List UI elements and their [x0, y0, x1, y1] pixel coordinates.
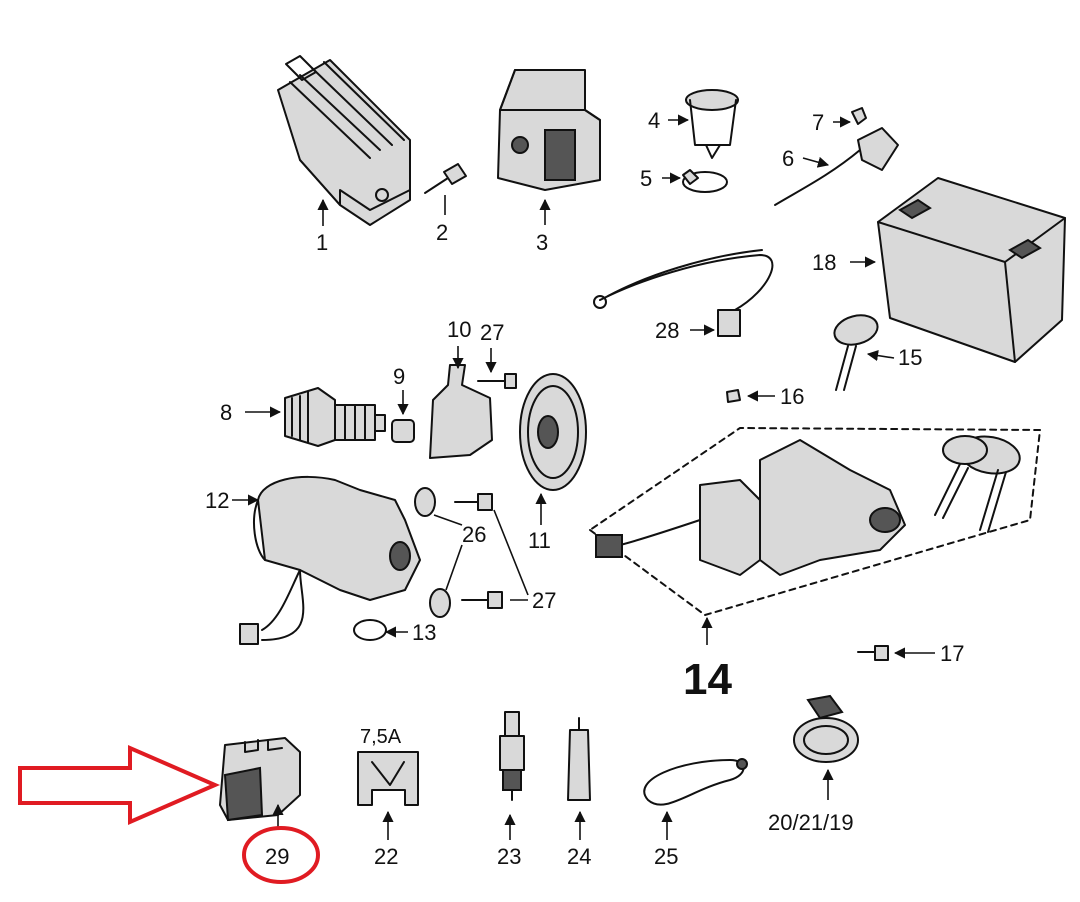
part-8-starter-drive[interactable]: [284, 387, 386, 447]
callout-5: 5: [640, 166, 652, 191]
part-5-clamp[interactable]: [682, 169, 728, 193]
part-15-key[interactable]: [831, 311, 881, 391]
callout-7: 7: [812, 110, 824, 135]
callout-28: 28: [655, 318, 679, 343]
callout-6: 6: [782, 146, 794, 171]
callout-20-21-19: 20/21/19: [768, 810, 854, 835]
callout-1: 1: [316, 230, 328, 255]
callout-26: 26: [462, 522, 486, 547]
callout-15: 15: [898, 345, 922, 370]
part-22-fuse[interactable]: [357, 751, 419, 806]
part-29-connector[interactable]: [219, 737, 301, 822]
part-1-regulator[interactable]: [277, 55, 411, 226]
callout-14: 14: [683, 655, 732, 704]
callout-18: 18: [812, 250, 836, 275]
highlight-circle-29: [242, 826, 320, 884]
callout-23: 23: [497, 844, 521, 869]
part-12-starter-motor[interactable]: [239, 476, 421, 645]
callout-25: 25: [654, 844, 678, 869]
part-18-battery[interactable]: [877, 177, 1066, 363]
callout-3: 3: [536, 230, 548, 255]
part-4-fitting[interactable]: [685, 89, 739, 159]
part-17-bolt[interactable]: [857, 645, 889, 661]
part-27-bolt-top[interactable]: [477, 373, 517, 389]
callout-24: 24: [567, 844, 591, 869]
part-2-bolt[interactable]: [424, 163, 467, 194]
part-10-bracket[interactable]: [429, 364, 493, 459]
callout-16: 16: [780, 384, 804, 409]
highlight-arrow: [18, 744, 221, 826]
callout-22: 22: [374, 844, 398, 869]
part-20-21-19-clamp[interactable]: [793, 694, 859, 763]
callout-11: 11: [528, 528, 551, 553]
part-27-bolts[interactable]: [454, 493, 503, 609]
part-28-wiring[interactable]: [593, 249, 774, 337]
callout-27a: 27: [480, 320, 504, 345]
callout-4: 4: [648, 108, 660, 133]
part-24-tube[interactable]: [567, 717, 591, 801]
callout-9: 9: [393, 364, 405, 389]
part-25-cable[interactable]: [643, 758, 748, 806]
part-26-washers[interactable]: [414, 487, 451, 618]
callout-12: 12: [205, 488, 229, 513]
part-7-screw[interactable]: [851, 107, 867, 125]
callout-8: 8: [220, 400, 232, 425]
callout-2: 2: [436, 220, 448, 245]
part-16-screw[interactable]: [726, 389, 741, 403]
callout-29: 29: [265, 844, 289, 869]
callout-10: 10: [447, 317, 471, 342]
part-14-ignition-lock-set[interactable]: [595, 432, 1023, 576]
part-6-sensor[interactable]: [774, 127, 899, 206]
part-3-relay[interactable]: [497, 69, 601, 191]
part-11-gear[interactable]: [519, 373, 587, 491]
callout-13: 13: [412, 620, 436, 645]
callout-17: 17: [940, 641, 964, 666]
part-23-spark-plug[interactable]: [499, 711, 525, 801]
part-9-bushing[interactable]: [391, 419, 415, 443]
fuse-rating: 7,5A: [360, 726, 402, 748]
callout-27b: 27: [532, 588, 556, 613]
